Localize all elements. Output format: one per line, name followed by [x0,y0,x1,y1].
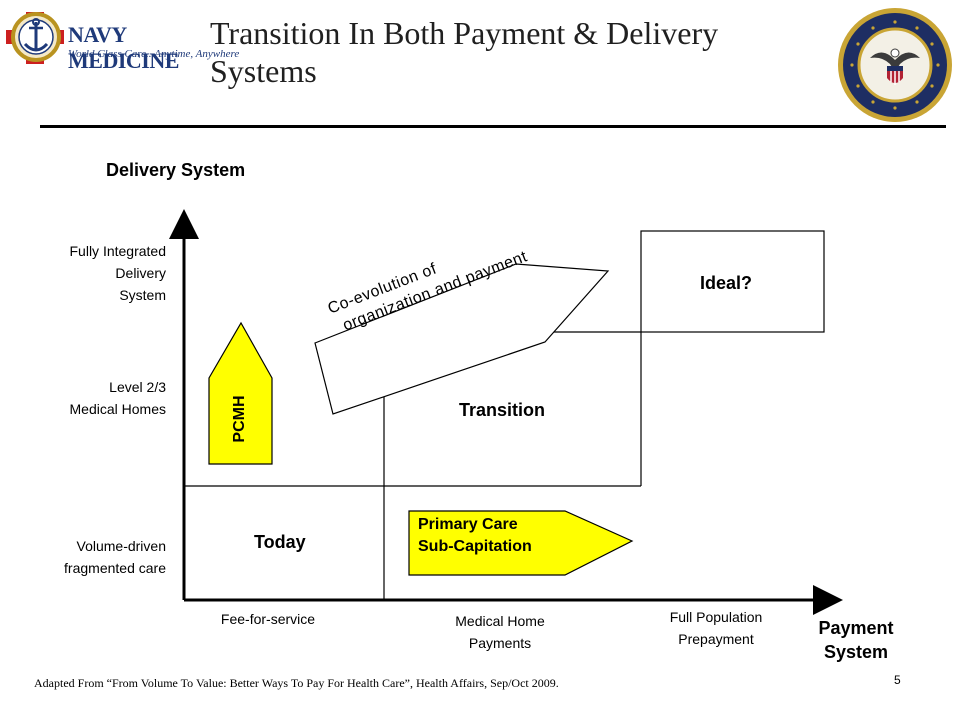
y-label-medical-homes: Level 2/3 Medical Homes [20,376,166,420]
navy-medicine-logo: NAVY MEDICINE World Class Care...Anytime… [2,6,239,73]
coevolution-arrow [314,263,610,415]
x-label-line: Payments [468,635,532,651]
slide-number: 5 [894,673,901,687]
region-transition-label: Transition [459,400,546,420]
y-label-line: fragmented care [64,560,166,576]
x-axis-title-line1: Payment [818,618,894,638]
region-today-label: Today [254,532,306,552]
primary-care-label: Primary Care Sub-Capitation [418,514,532,558]
x-label-line: Full Population [669,609,763,625]
y-label-line: Fully Integrated [69,243,167,259]
y-label-volume-driven: Volume-driven fragmented care [20,535,166,579]
region-ideal-label: Ideal? [700,273,753,293]
title-divider [40,125,946,128]
x-axis-title-line2: System [823,642,889,662]
x-label-line: Medical Home [455,613,545,629]
y-label-line: System [119,287,166,303]
x-label-line: Prepayment [678,631,754,647]
primary-care-label-line: Sub-Capitation [418,538,532,555]
x-label-medical-home-payments: Medical Home Payments [420,610,580,654]
pcmh-arrow [208,321,273,465]
y-label-line: Medical Homes [69,401,166,417]
x-label-full-population: Full Population Prepayment [636,606,796,650]
y-label-fully-integrated: Fully Integrated Delivery System [20,240,167,306]
logo-emblem-icon [6,12,64,64]
primary-care-arrow [408,510,634,576]
x-axis-title: Payment System [796,616,916,664]
y-label-line: Volume-driven [76,538,167,554]
slide-title: Transition In Both Payment & Delivery Sy… [210,15,719,89]
y-axis-title: Delivery System [106,160,246,180]
ideal-box [640,230,825,333]
citation-text: Adapted From “From Volume To Value: Bett… [34,676,559,690]
y-label-line: Level 2/3 [109,379,166,395]
pcmh-label: PCMH [231,395,248,443]
primary-care-label-line: Primary Care [418,516,518,533]
y-label-line: Delivery [115,265,166,281]
navy-seal-icon [836,6,954,124]
logo-text: NAVY MEDICINE [68,22,179,73]
x-label-fee-for-service: Fee-for-service [194,608,342,630]
logo-tagline: World Class Care...Anytime, Anywhere [68,48,240,60]
x-label-line: Fee-for-service [220,611,316,627]
